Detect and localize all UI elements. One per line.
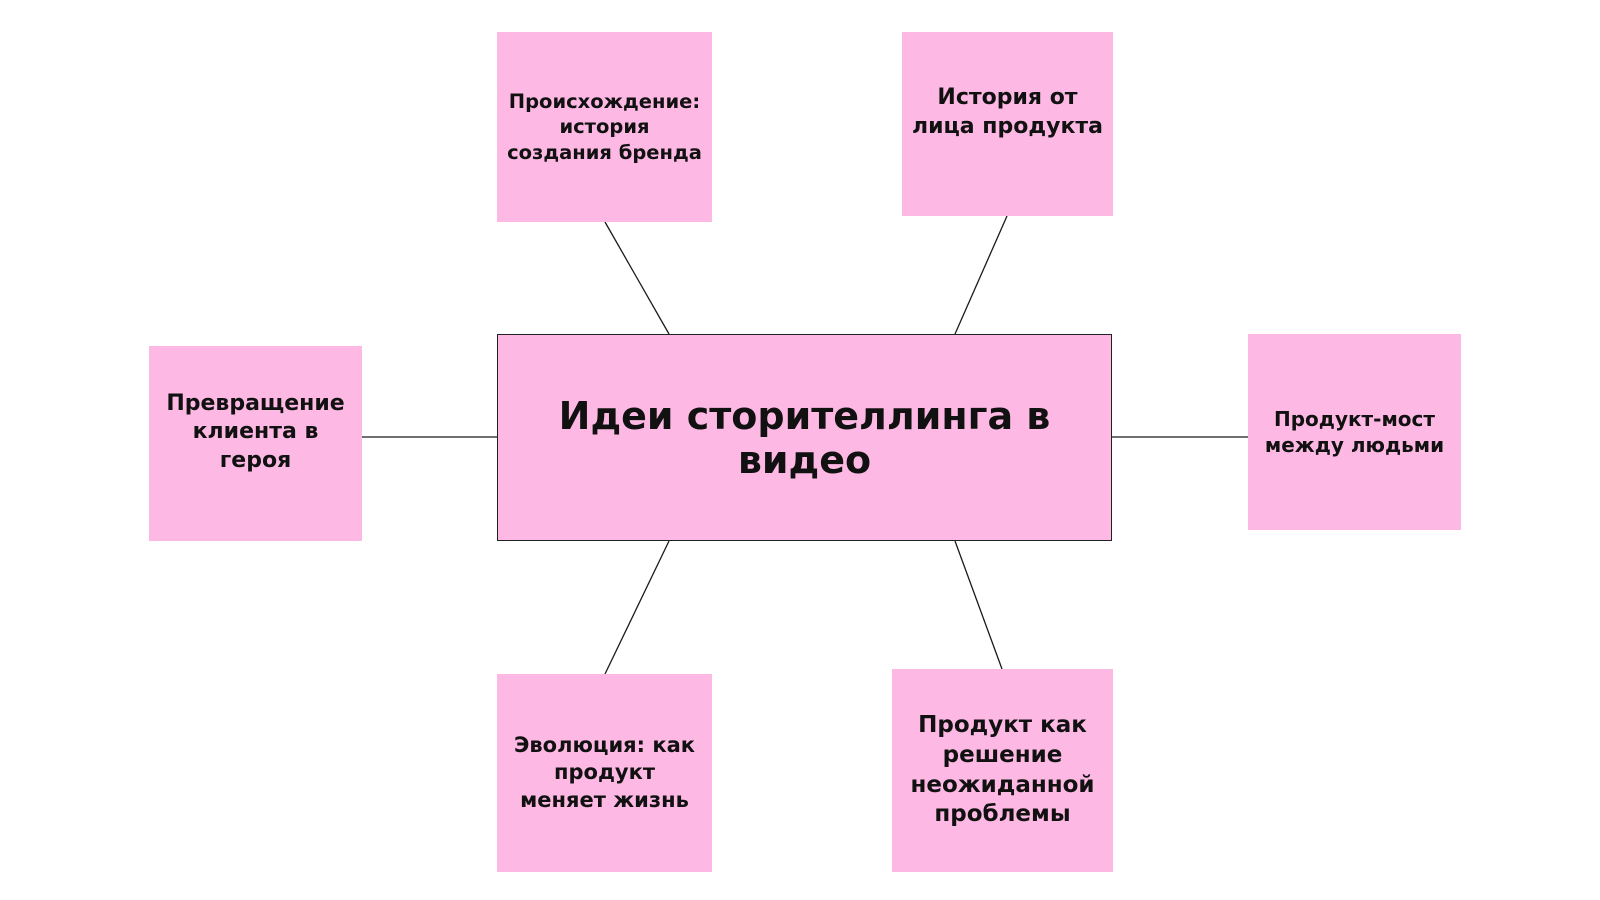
node-origin-label: Происхождение: история создания бренда	[507, 89, 702, 164]
connector-unexpected-solution	[954, 540, 1003, 670]
node-evolution-label: Эволюция: как продукт меняет жизнь	[513, 733, 696, 812]
connector-evolution	[604, 540, 670, 675]
node-product-bridge: Продукт-мост между людьми	[1248, 334, 1461, 530]
node-product-bridge-label: Продукт-мост между людьми	[1264, 407, 1445, 457]
connector-origin	[604, 221, 670, 335]
node-evolution: Эволюция: как продукт меняет жизнь	[497, 674, 712, 872]
node-product-voice-label: История от лица продукта	[911, 85, 1104, 139]
node-product-voice: История от лица продукта	[902, 32, 1113, 216]
node-origin: Происхождение: история создания бренда	[497, 32, 712, 222]
node-unexpected-solution-label: Продукт как решение неожиданной проблемы	[910, 711, 1095, 828]
connector-product-voice	[954, 215, 1008, 335]
node-client-hero-label: Превращение клиента в героя	[166, 390, 345, 473]
center-node-label: Идеи сторителлинга в видео	[558, 393, 1051, 482]
node-unexpected-solution: Продукт как решение неожиданной проблемы	[892, 669, 1113, 872]
center-node: Идеи сторителлинга в видео	[497, 334, 1112, 541]
node-client-hero: Превращение клиента в героя	[149, 346, 362, 541]
